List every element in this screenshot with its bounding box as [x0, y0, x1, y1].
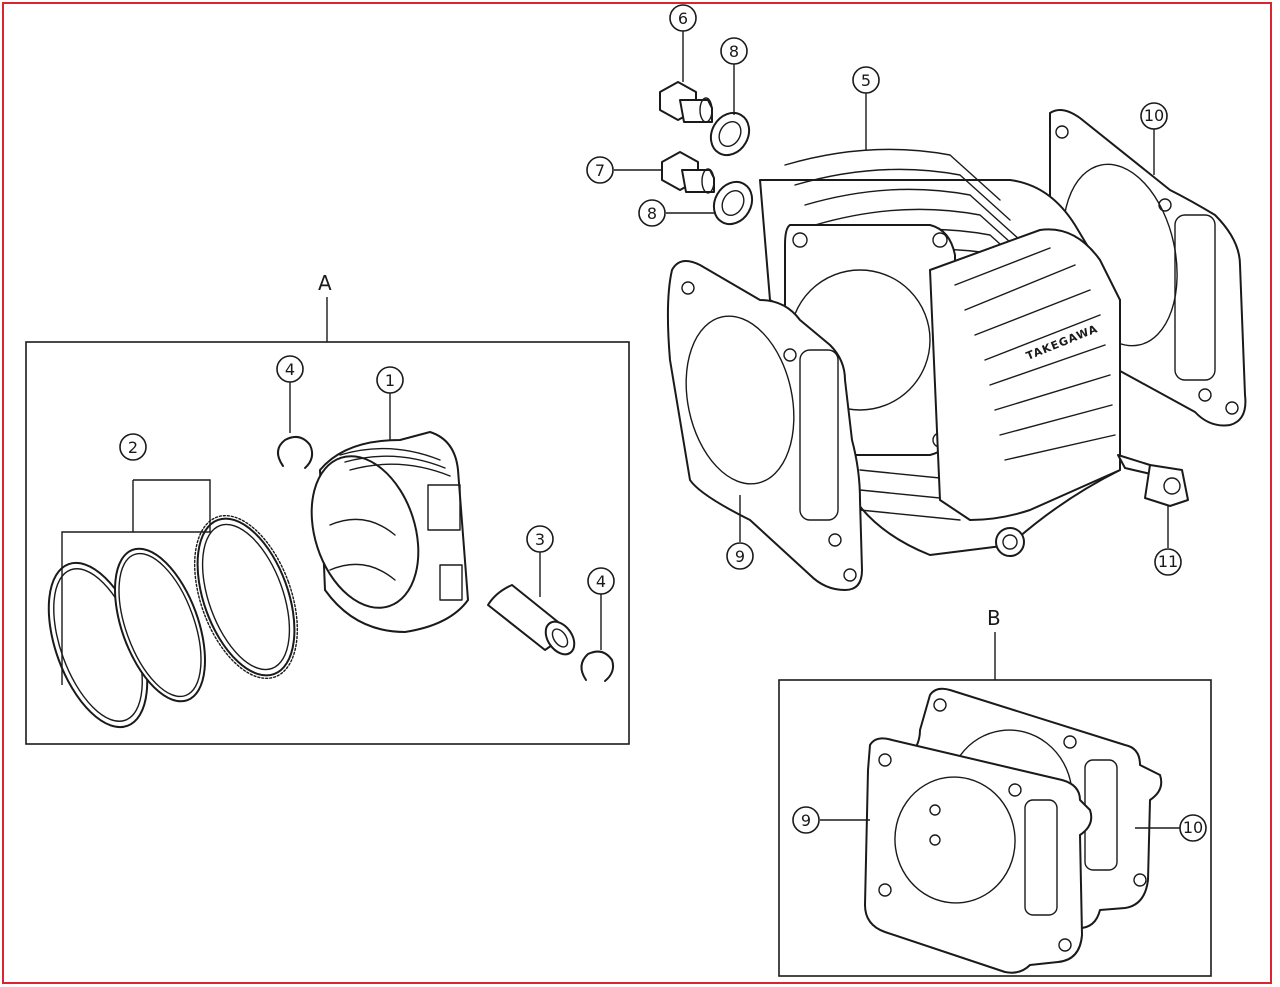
clip-upper	[277, 435, 314, 469]
callout-washer-upper: 8	[720, 37, 748, 65]
washer-lower	[712, 180, 754, 226]
callout-piston-pin: 3	[526, 525, 554, 553]
callout-kit-gasket-9-label: 9	[801, 811, 811, 830]
callout-piston-rings-label: 2	[128, 438, 138, 457]
group-b: B	[778, 606, 1212, 977]
callout-gasket-left-label: 9	[735, 547, 745, 566]
callout-piston-rings: 2	[119, 433, 147, 461]
kit-gasket-9	[864, 737, 1093, 974]
callout-washer-upper-label: 8	[729, 42, 739, 61]
callout-kit-gasket-9: 9	[792, 806, 820, 834]
bolt-lower	[661, 151, 715, 194]
callout-gasket-left: 9	[726, 542, 754, 570]
callout-piston-label: 1	[385, 371, 395, 390]
callout-clip-lower: 4	[587, 567, 615, 595]
callout-gasket-right: 10	[1140, 102, 1168, 130]
callout-washer-lower-label: 8	[647, 204, 657, 223]
gasket-left	[666, 260, 863, 591]
callout-stud-bolt: 11	[1154, 548, 1182, 576]
callout-cylinder-label: 5	[861, 71, 871, 90]
piston	[310, 431, 469, 633]
callout-clip-upper: 4	[276, 355, 304, 383]
callout-stud-bolt-label: 11	[1158, 552, 1178, 571]
callout-piston: 1	[376, 366, 404, 394]
callout-gasket-right-label: 10	[1144, 106, 1164, 125]
callout-bolt-lower-label: 7	[595, 161, 605, 180]
bolt-upper	[659, 81, 713, 123]
stud-bolt	[1117, 454, 1189, 507]
group-a-label: A	[318, 271, 332, 295]
piston-rings	[47, 514, 299, 729]
group-b-label: B	[987, 606, 1001, 630]
cylinder-assembly: TAKEGAWA	[614, 31, 1247, 591]
clip-lower	[580, 650, 615, 682]
callout-clip-upper-label: 4	[285, 360, 295, 379]
callout-clip-lower-label: 4	[596, 572, 606, 591]
callout-piston-pin-label: 3	[535, 530, 545, 549]
callout-bolt-lower: 7	[586, 156, 614, 184]
group-b-box	[778, 679, 1212, 977]
callout-bolt-upper-label: 6	[678, 9, 688, 28]
callout-washer-lower: 8	[638, 199, 666, 227]
piston-pin	[487, 584, 576, 656]
callout-kit-gasket-10: 10	[1179, 814, 1207, 842]
callout-cylinder: 5	[852, 66, 880, 94]
callout-bolt-upper: 6	[669, 4, 697, 32]
callout-kit-gasket-10-label: 10	[1183, 818, 1203, 837]
washer-upper	[709, 111, 751, 157]
group-a-box	[25, 341, 630, 745]
group-a: A	[25, 271, 630, 745]
